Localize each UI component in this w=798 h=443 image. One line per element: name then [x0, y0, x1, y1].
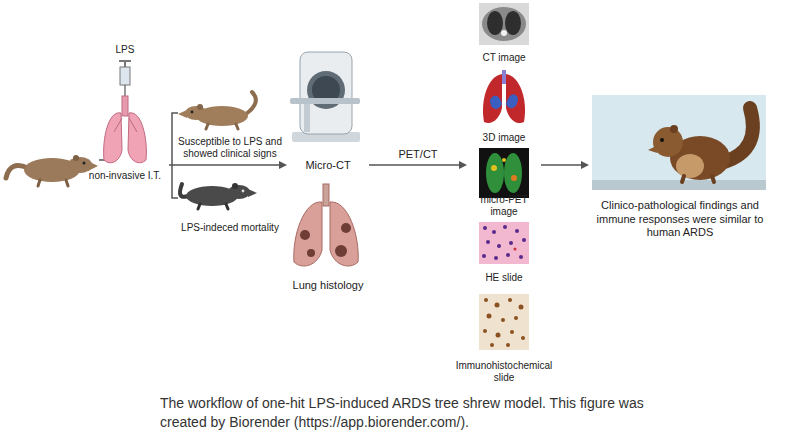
- result-image: 3D image: [468, 66, 540, 144]
- tree-shrew-photo: [592, 95, 766, 190]
- arrow-head: [459, 161, 467, 169]
- arrow-head: [581, 161, 589, 169]
- result-image: HE slide: [468, 220, 540, 284]
- node-label: Lung histology: [293, 279, 364, 292]
- node-label: LPS-indeced mortality: [181, 222, 279, 234]
- node-label: micro-PET image: [468, 194, 540, 218]
- arrow-head: [279, 161, 287, 169]
- result-image: CT image: [468, 0, 540, 64]
- syringe-and-lungs: [104, 60, 147, 163]
- ct-image: [479, 3, 529, 45]
- flow-arrow: [369, 164, 460, 166]
- conclusion-box: Clinico-pathological findings and immune…: [590, 93, 770, 239]
- injection-step: LPS non-invasive I.T.: [82, 44, 168, 182]
- outcome-figure: Susceptible to LPS and showed clinical s…: [174, 92, 286, 160]
- tree-shrew-figure: [178, 92, 256, 129]
- pet-image: [479, 148, 529, 198]
- ihc-slide: [479, 294, 529, 350]
- node-label: Clinico-pathological findings and immune…: [590, 199, 770, 239]
- lung-histology-figure: [294, 184, 358, 266]
- flow-arrow: [541, 164, 582, 166]
- he-slide: [479, 222, 529, 264]
- node-label: non-invasive I.T.: [89, 170, 161, 182]
- node-label: CT image: [482, 52, 525, 64]
- outcome-figure: LPS-indeced mortality: [174, 176, 286, 234]
- result-image: Immunohistochemical slide: [446, 290, 562, 384]
- node-label: LPS: [116, 44, 135, 56]
- figure-caption: The workflow of one-hit LPS-induced ARDS…: [160, 394, 646, 432]
- tree-shrew-figure: [180, 183, 257, 209]
- imaging-step: Micro-CT: [288, 44, 368, 172]
- node-label: Micro-CT: [305, 159, 350, 172]
- ct-scanner: [290, 52, 360, 142]
- flow-arrow: [169, 164, 280, 166]
- edge-label: PET/CT: [396, 148, 439, 161]
- result-image: micro-PET image: [468, 146, 540, 218]
- node-label: 3D image: [483, 132, 526, 144]
- 3d-image: [483, 70, 525, 123]
- histology-step: Lung histology: [280, 180, 376, 292]
- node-label: Immunohistochemical slide: [446, 360, 562, 384]
- bracket: [172, 113, 178, 198]
- node-label: Susceptible to LPS and showed clinical s…: [174, 136, 286, 160]
- node-label: HE slide: [485, 272, 522, 284]
